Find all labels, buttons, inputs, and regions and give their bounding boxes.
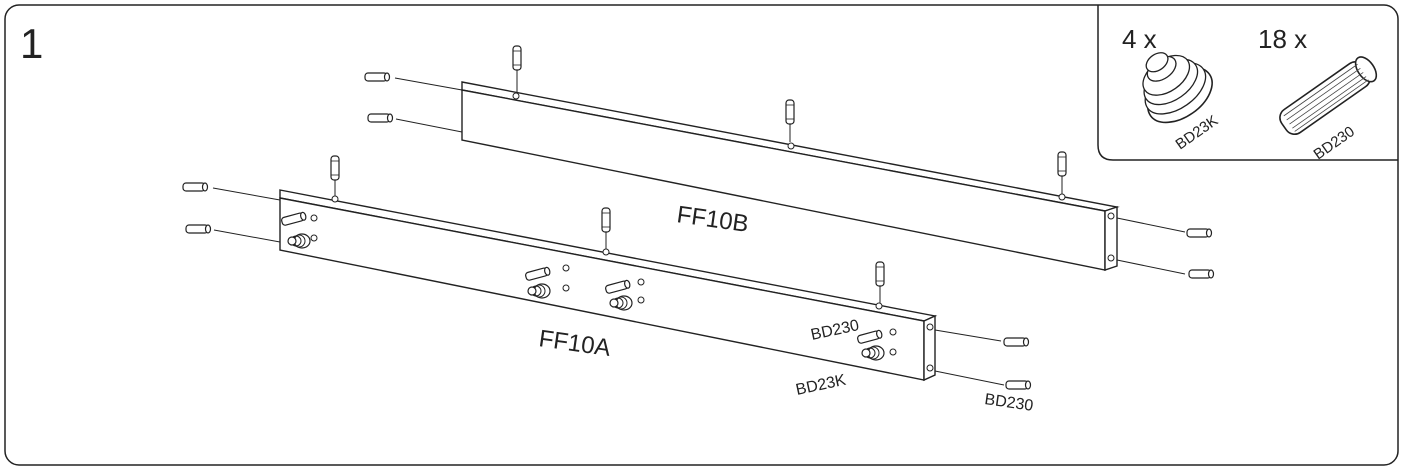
dowel — [1003, 337, 1030, 347]
parts-code-dowel: BD230 — [1311, 123, 1358, 163]
panel-ff10a — [279, 189, 938, 382]
dowel — [1188, 269, 1215, 279]
cam-lock-fitting-icon — [1142, 52, 1213, 124]
dowel — [1186, 228, 1213, 238]
dowel — [367, 113, 394, 123]
dowel — [1057, 151, 1067, 177]
dowel — [330, 155, 340, 181]
dowel — [512, 45, 522, 71]
parts-qty-dowel: 18 x — [1258, 24, 1307, 54]
callout-dowel-label-2: BD230 — [983, 391, 1034, 415]
panel-label-ff10a: FF10A — [537, 325, 612, 362]
dowel — [1005, 380, 1032, 390]
dowel — [185, 224, 212, 234]
step-frame — [4, 4, 1399, 466]
callout-cam-label: BD23K — [794, 372, 847, 399]
parts-box — [1097, 5, 1398, 161]
step-number: 1 — [20, 20, 43, 67]
dowel — [182, 182, 209, 192]
dowel — [785, 99, 795, 125]
dowel — [601, 207, 611, 233]
wooden-dowel-icon — [1279, 56, 1378, 136]
parts-qty-cam: 4 x — [1122, 24, 1157, 54]
dowel — [364, 72, 391, 82]
panel-label-ff10b: FF10B — [675, 201, 750, 238]
dowel — [875, 261, 885, 287]
